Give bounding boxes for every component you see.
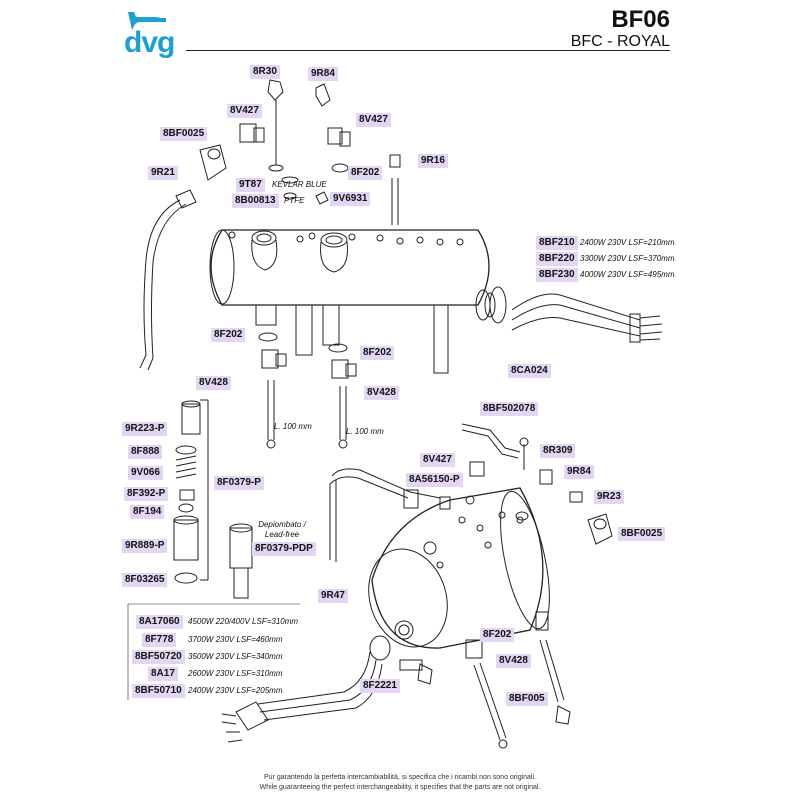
footer-disclaimer-it: Pur garantendo la perfetta intercambiabi… <box>264 774 536 781</box>
gasket-ring-drawing <box>489 286 507 324</box>
part-note: 4500W 220/400V LSF=310mm <box>188 617 299 626</box>
safety-valve-drawing <box>173 399 253 599</box>
part-label[interactable]: 8F202 <box>360 346 395 360</box>
part-label[interactable]: 9R16 <box>418 154 448 168</box>
part-label[interactable]: 9R889-P <box>122 539 168 553</box>
part-label[interactable]: 8R30 <box>250 65 280 79</box>
part-label[interactable]: 8BF50710 <box>132 684 185 698</box>
part-label[interactable]: 8BF220 <box>536 252 578 266</box>
part-label[interactable]: 9R21 <box>148 166 178 180</box>
part-note: 2600W 230V LSF=310mm <box>188 669 283 678</box>
part-label[interactable]: 9T87 <box>236 178 265 192</box>
part-note: KEVLAR BLUE <box>272 180 327 189</box>
header-divider <box>186 50 670 51</box>
part-label[interactable]: 8V428 <box>364 386 399 400</box>
part-label[interactable]: 8BF0025 <box>160 127 208 141</box>
part-label[interactable]: 9V066 <box>128 466 163 480</box>
part-label[interactable]: 8CA024 <box>508 364 551 378</box>
part-label[interactable]: 9V6931 <box>330 192 371 206</box>
part-label[interactable]: 8F202 <box>480 628 515 642</box>
part-label[interactable]: 8F202 <box>348 166 383 180</box>
part-note: 4000W 230V LSF=495mm <box>580 270 675 279</box>
part-label[interactable]: 8BF50720 <box>132 650 185 664</box>
part-label[interactable]: 9R84 <box>564 465 594 479</box>
part-label[interactable]: 8A17060 <box>136 615 183 629</box>
part-label[interactable]: 8F888 <box>128 445 163 459</box>
part-label[interactable]: 8A56150-P <box>406 473 463 487</box>
part-label[interactable]: 8F0379-PDP <box>252 542 316 556</box>
part-label[interactable]: 8BF230 <box>536 268 578 282</box>
part-label[interactable]: 8F778 <box>142 633 177 647</box>
part-label[interactable]: 8B00813 <box>232 194 279 208</box>
part-label[interactable]: 9R223-P <box>122 422 168 436</box>
brand-logo: dvg <box>124 26 175 59</box>
logo-icon <box>128 12 166 30</box>
part-label[interactable]: 8BF502078 <box>480 402 539 416</box>
part-label[interactable]: 8F03265 <box>122 573 168 587</box>
part-label[interactable]: 8BF005 <box>506 692 548 706</box>
part-label[interactable]: 8F202 <box>211 328 246 342</box>
part-note: 2400W 230V LSF=205mm <box>188 686 283 695</box>
part-label[interactable]: 8F392-P <box>124 487 169 501</box>
part-label[interactable]: 8V428 <box>496 654 531 668</box>
part-label[interactable]: 8V427 <box>227 104 262 118</box>
length-note: L. 100 mm <box>274 422 312 431</box>
part-note: 3700W 230V LSF=460mm <box>188 635 283 644</box>
part-note: 3500W 230V LSF=340mm <box>188 652 283 661</box>
part-label[interactable]: 8V428 <box>196 376 231 390</box>
part-label[interactable]: 8F2221 <box>360 679 400 693</box>
part-label[interactable]: 8F194 <box>130 505 165 519</box>
upper-heating-element-drawing <box>511 293 663 343</box>
part-note: PTFE <box>284 196 305 205</box>
footer-disclaimer-en: While guaranteeing the perfect interchan… <box>259 784 541 791</box>
lower-boiler-drawing <box>329 468 550 671</box>
part-label[interactable]: 8F0379-P <box>214 476 264 490</box>
part-label[interactable]: 9R23 <box>594 490 624 504</box>
part-note: 3300W 230V LSF=370mm <box>580 254 675 263</box>
part-label[interactable]: 8V427 <box>356 113 391 127</box>
part-label[interactable]: 9R47 <box>318 589 348 603</box>
model-name: BFC - ROYAL <box>570 33 670 50</box>
length-note: L. 100 mm <box>346 427 384 436</box>
part-label[interactable]: 8A17 <box>148 667 178 681</box>
hose-drawing <box>139 199 181 369</box>
top-fittings-drawing <box>175 79 401 225</box>
part-label[interactable]: 9R84 <box>308 67 338 81</box>
part-label[interactable]: 8V427 <box>420 453 455 467</box>
model-code: BF06 <box>611 6 670 33</box>
part-note: 2400W 230V LSF=210mm <box>580 238 675 247</box>
lower-right-fittings-drawing <box>403 423 613 749</box>
lead-free-note: Depiombato / Lead-free <box>258 520 306 539</box>
lower-fittings-drawing <box>258 332 357 449</box>
part-label[interactable]: 8BF0025 <box>618 527 666 541</box>
part-label[interactable]: 8R309 <box>540 444 576 458</box>
upper-boiler-drawing <box>209 229 496 374</box>
part-label[interactable]: 8BF210 <box>536 236 578 250</box>
